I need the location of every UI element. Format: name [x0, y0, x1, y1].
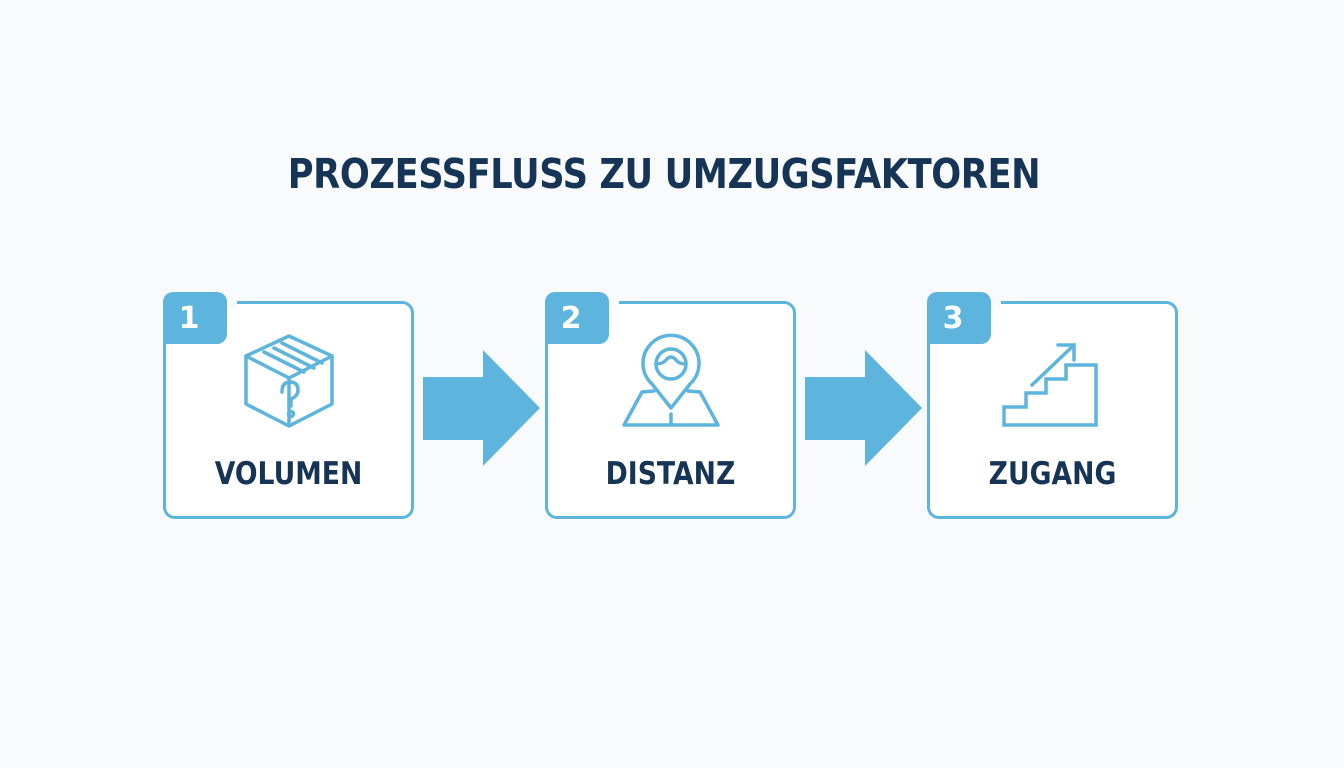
box-question-icon — [243, 334, 334, 428]
arrow-right-icon — [423, 350, 540, 466]
arrow-right-icon — [805, 350, 922, 466]
step-card-distanz: 2 DISTANZ — [545, 292, 796, 519]
badge-gap — [227, 298, 237, 308]
badge-gap — [991, 298, 1001, 308]
map-pin-icon — [621, 333, 720, 427]
step-card-zugang: 3 ZUGANG — [927, 292, 1178, 519]
step-number-badge: 1 — [163, 292, 227, 344]
step-label: DISTANZ — [605, 456, 736, 492]
step-label: VOLUMEN — [214, 456, 363, 492]
stairs-arrow-icon — [1001, 343, 1098, 427]
diagram-title: PROZESSFLUSS ZU UMZUGSFAKTOREN — [287, 150, 1041, 198]
step-number-badge: 2 — [545, 292, 609, 344]
badge-gap — [609, 298, 619, 308]
step-label: ZUGANG — [988, 456, 1117, 492]
step-card-volumen: 1 VOLUMEN — [163, 292, 414, 519]
step-number-badge: 3 — [927, 292, 991, 344]
